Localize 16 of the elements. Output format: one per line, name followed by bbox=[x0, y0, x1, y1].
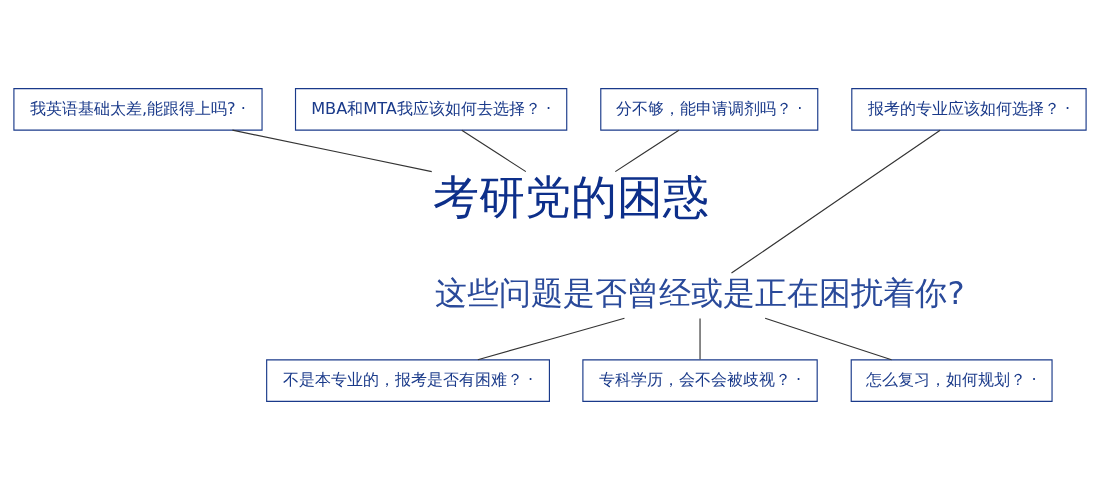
node-box: 我英语基础太差,能跟得上吗? · bbox=[13, 87, 263, 131]
connector bbox=[699, 317, 701, 360]
node-box: 不是本专业的，报考是否有困难？ · bbox=[266, 358, 550, 402]
node-box: 专科学历，会不会被歧视？ · bbox=[582, 358, 818, 402]
node-text: 这些问题是否曾经或是正在困扰着你? bbox=[435, 273, 965, 312]
connector bbox=[764, 317, 893, 360]
connector bbox=[730, 129, 941, 274]
node-box: MBA和MTA我应该如何去选择？ · bbox=[294, 87, 568, 131]
connector bbox=[477, 317, 626, 360]
connector bbox=[614, 129, 680, 172]
node-box: 分不够，能申请调剂吗？ · bbox=[600, 87, 819, 131]
connector bbox=[461, 129, 527, 172]
node-text: 考研党的困惑 bbox=[432, 171, 709, 223]
node-box: 报考的专业应该如何选择？ · bbox=[851, 87, 1087, 131]
connector bbox=[231, 129, 433, 172]
node-box: 怎么复习，如何规划？ · bbox=[850, 358, 1053, 402]
